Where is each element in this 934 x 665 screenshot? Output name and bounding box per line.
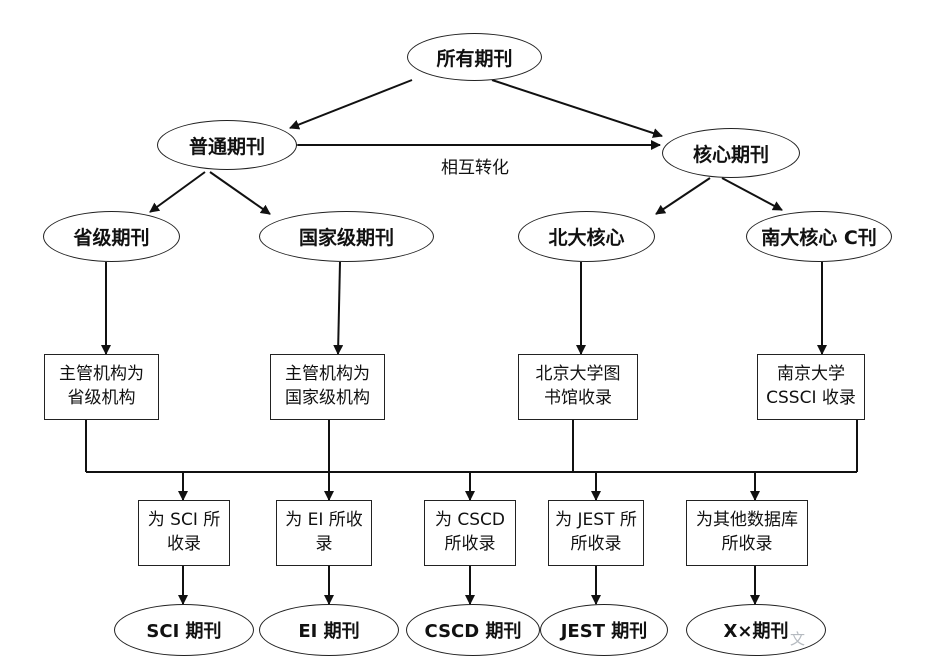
box-national-line1: 主管机构为	[285, 364, 370, 385]
box-pku-line1: 北京大学图	[535, 364, 621, 385]
node-provincial-journals: 省级期刊	[43, 211, 180, 262]
box-nju-cssci: 南京大学 CSSCI 收录	[757, 354, 865, 420]
node-all-journals: 所有期刊	[407, 33, 542, 81]
watermark-logo: 文	[730, 628, 805, 649]
arrow-national-box	[333, 261, 344, 355]
arrow-ordinary-to-provincial	[149, 171, 206, 213]
arrow-core-to-pku	[655, 177, 711, 215]
box-nju-line2: CSSCI 收录	[766, 388, 856, 408]
box-cscd-line2: 所收录	[444, 534, 496, 554]
box-ei-indexed: 为 EI 所收 录	[276, 500, 372, 566]
node-pku-core: 北大核心	[518, 211, 655, 262]
watermark-text: 文	[790, 630, 806, 648]
node-nju-core: 南大核心 C刊	[746, 211, 892, 262]
box-nju-line1: 南京大学	[777, 364, 845, 385]
box-jest-line2: 所收录	[570, 534, 622, 554]
arrow-top-to-core	[491, 79, 663, 138]
node-sci-journals: SCI 期刊	[114, 604, 254, 656]
node-national-journals: 国家级期刊	[259, 211, 434, 262]
box-national-authority: 主管机构为 国家级机构	[270, 354, 385, 420]
node-cscd-journals: CSCD 期刊	[406, 604, 540, 656]
box-jest-line1: 为 JEST 所	[555, 510, 637, 531]
box-pku-line2: 书馆收录	[544, 388, 612, 408]
box-other-database: 为其他数据库 所收录	[686, 500, 808, 566]
box-ei-line1: 为 EI 所收	[285, 510, 363, 531]
box-cscd-indexed: 为 CSCD 所收录	[424, 500, 516, 566]
box-provincial-line1: 主管机构为	[59, 364, 144, 385]
node-jest-journals: JEST 期刊	[540, 604, 668, 656]
box-other-line1: 为其他数据库	[696, 510, 798, 531]
label-mutual-conversion: 相互转化	[441, 157, 509, 178]
box-other-line2: 所收录	[721, 534, 773, 554]
arrow-core-to-nju	[721, 177, 783, 211]
box-cscd-line1: 为 CSCD	[434, 510, 506, 531]
node-core-journals: 核心期刊	[662, 128, 800, 178]
box-provincial-authority: 主管机构为 省级机构	[44, 354, 159, 420]
arrow-top-to-ordinary	[289, 79, 413, 130]
box-pku-library: 北京大学图 书馆收录	[518, 354, 638, 420]
node-ordinary-journals: 普通期刊	[157, 120, 297, 170]
box-ei-line2: 录	[315, 534, 333, 554]
box-sci-line2: 收录	[167, 534, 201, 554]
node-ei-journals: EI 期刊	[259, 604, 399, 656]
box-jest-indexed: 为 JEST 所 所收录	[548, 500, 644, 566]
box-national-line2: 国家级机构	[285, 388, 370, 408]
box-sci-indexed: 为 SCI 所 收录	[138, 500, 230, 566]
node-other-journals: X×期刊	[686, 604, 826, 656]
box-provincial-line2: 省级机构	[67, 388, 136, 408]
arrow-ordinary-to-national	[209, 171, 271, 215]
box-sci-line1: 为 SCI 所	[147, 510, 221, 531]
